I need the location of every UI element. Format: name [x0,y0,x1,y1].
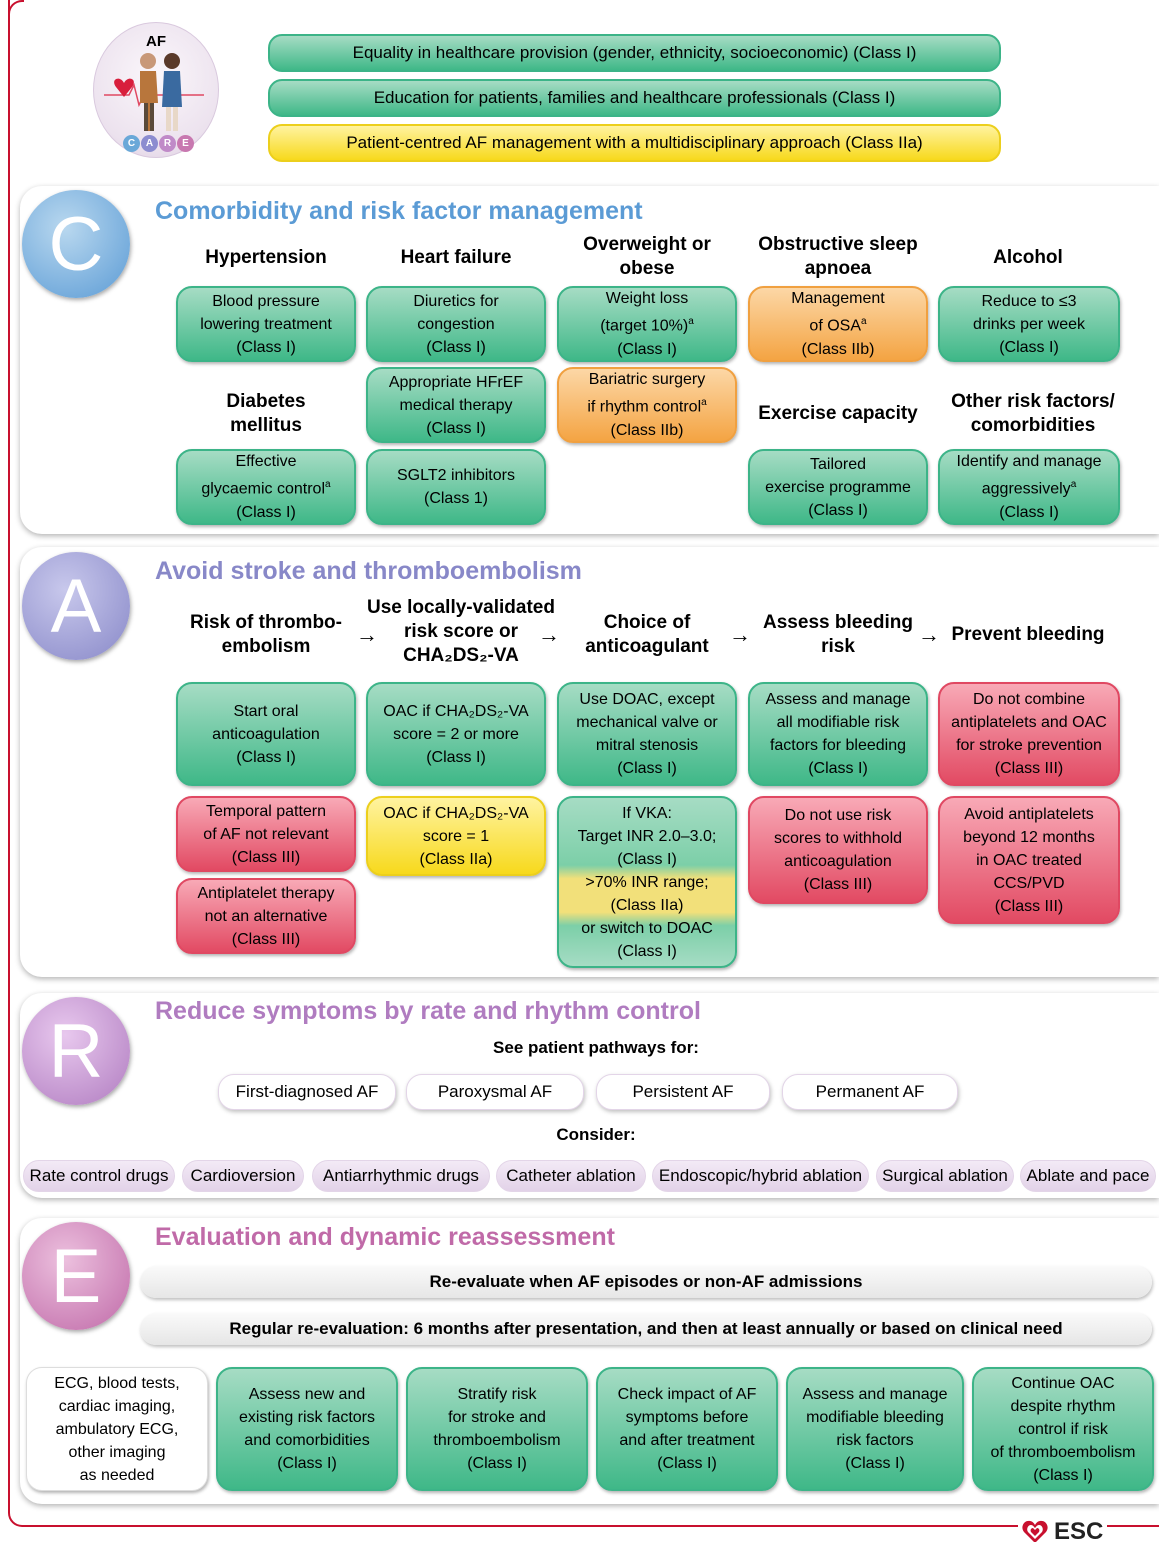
care-letter-e: E [177,135,194,152]
care-letters: C A R E [123,135,194,152]
box-vka-target: If VKA:Target INR 2.0–3.0;(Class I)>70% … [557,796,737,968]
section-a-title: Avoid stroke and thromboembolism [155,557,582,585]
section-e-title: Evaluation and dynamic reassessment [155,1223,615,1251]
head-exercise: Exercise capacity [758,403,918,424]
panel-evaluation [20,1218,1159,1504]
section-c-title: Comorbidity and risk factor management [155,197,643,225]
care-letter-r: R [159,135,176,152]
head-sleep-apnoea: Obstructive sleep apnoea [758,234,918,279]
af-care-logo: AF C A R E [93,22,219,158]
option-rate-control: Rate control drugs [23,1160,175,1192]
head-diabetes: Diabetes mellitus [226,391,306,436]
option-antiarrhythmic: Antiarrhythmic drugs [312,1160,490,1192]
head-hypertension: Hypertension [205,247,327,268]
logo-af-label: AF [146,33,166,50]
section-r-title: Reduce symptoms by rate and rhythm contr… [155,997,701,1025]
care-letter-c: C [123,135,140,152]
arrow-right-icon: → [918,622,940,647]
care-letter-a: A [141,135,158,152]
reevaluate-episodes-bar: Re-evaluate when AF episodes or non-AF a… [140,1266,1152,1298]
see-pathways-label: See patient pathways for: [493,1038,699,1057]
head-risk-score: Use locally-validated risk score or CHA₂… [367,597,555,666]
arrow-right-icon: → [356,622,378,647]
option-catheter-ablation: Catheter ablation [496,1160,646,1192]
head-other-risk: Other risk factors/ comorbidities [951,391,1115,436]
esc-brand-text: ESC [1054,1518,1104,1542]
option-endoscopic-ablation: Endoscopic/hybrid ablation [652,1160,869,1192]
option-surgical-ablation: Surgical ablation [876,1160,1014,1192]
esc-logo: ESC [1018,1518,1108,1542]
figure-frame [8,0,1159,1527]
letter-e-badge: E [22,1222,130,1330]
frame-corner [8,0,24,16]
letter-a-badge: A [22,552,130,660]
option-ablate-pace: Ablate and pace [1020,1160,1156,1192]
head-prevent-bleeding: Prevent bleeding [951,624,1105,645]
head-alcohol: Alcohol [993,247,1063,268]
principle-equality: Equality in healthcare provision (gender… [268,34,1001,72]
box-sglt2: SGLT2 inhibitors(Class 1) [366,449,546,525]
letter-r-badge: R [22,997,130,1105]
box-tests-imaging: ECG, blood tests,cardiac imaging,ambulat… [26,1367,208,1491]
pathway-first-diagnosed[interactable]: First-diagnosed AF [218,1074,396,1110]
letter-c-badge: C [22,190,130,298]
heart-logo-icon [1022,1520,1048,1542]
arrow-right-icon: → [729,622,751,647]
principle-patient-centred: Patient-centred AF management with a mul… [268,124,1001,162]
pathway-persistent[interactable]: Persistent AF [596,1074,770,1110]
pathway-permanent[interactable]: Permanent AF [782,1074,958,1110]
head-bleeding-risk: Assess bleeding risk [763,612,913,657]
arrow-right-icon: → [538,622,560,647]
box-weight-loss: Weight loss(target 10%)a(Class I) [557,286,737,362]
head-overweight: Overweight or obese [583,234,711,279]
head-anticoagulant: Choice of anticoagulant [585,612,709,657]
option-cardioversion: Cardioversion [182,1160,304,1192]
patients-illustration-icon [104,53,204,131]
pathway-paroxysmal[interactable]: Paroxysmal AF [406,1074,584,1110]
principle-education: Education for patients, families and hea… [268,79,1001,117]
consider-label: Consider: [556,1125,636,1144]
regular-reevaluation-bar: Regular re-evaluation: 6 months after pr… [140,1313,1152,1345]
head-heart-failure: Heart failure [400,247,512,268]
head-risk-thromboembolism: Risk of thrombo- embolism [190,612,342,657]
